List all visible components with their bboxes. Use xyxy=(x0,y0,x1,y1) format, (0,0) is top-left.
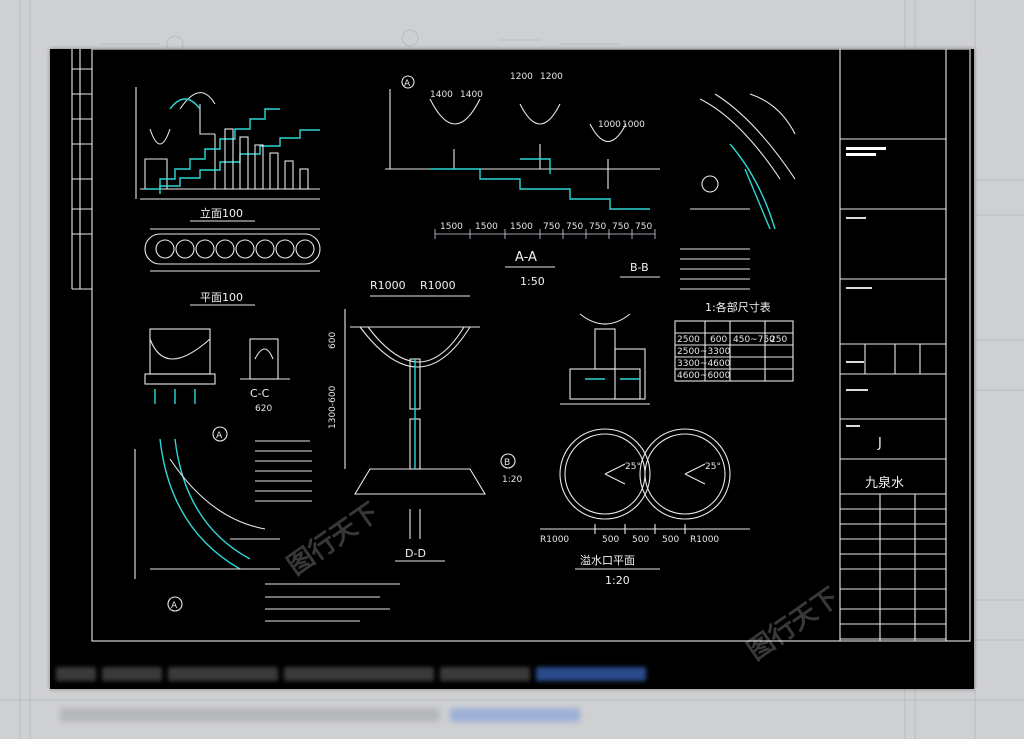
svg-text:250: 250 xyxy=(770,335,787,345)
pump-detail xyxy=(560,313,650,405)
cad-drawing: J 九泉水 xyxy=(71,49,971,642)
svg-text:R1000: R1000 xyxy=(540,535,569,545)
plan-title: 平面100 xyxy=(200,291,243,304)
svg-text:500: 500 xyxy=(662,535,679,545)
svg-text:600: 600 xyxy=(710,335,727,345)
fountain-elevation: 立面100 xyxy=(135,87,320,222)
drawing-frame xyxy=(91,49,971,642)
svg-text:25°: 25° xyxy=(625,462,641,472)
svg-text:1500: 1500 xyxy=(475,222,498,232)
svg-text:500: 500 xyxy=(602,535,619,545)
svg-text:4600~6000: 4600~6000 xyxy=(677,371,731,381)
svg-text:750: 750 xyxy=(566,222,583,232)
plan-detail xyxy=(690,93,796,230)
blurred-footer-bar xyxy=(50,658,974,689)
section-aa-title: A-A xyxy=(515,250,537,265)
svg-text:620: 620 xyxy=(255,404,272,414)
cad-sheet: J 九泉水 xyxy=(50,49,974,689)
detail-a: A A xyxy=(134,426,280,612)
svg-text:1000: 1000 xyxy=(622,120,645,130)
fountain-plan: 平面100 xyxy=(144,228,321,306)
svg-text:2500~3300: 2500~3300 xyxy=(677,347,731,357)
svg-text:1000: 1000 xyxy=(598,120,621,130)
svg-text:1:50: 1:50 xyxy=(520,275,545,288)
svg-text:1400: 1400 xyxy=(460,90,483,100)
table-title: 1:各部尺寸表 xyxy=(705,300,771,314)
svg-text:1400: 1400 xyxy=(430,90,453,100)
svg-text:R1000: R1000 xyxy=(370,279,406,292)
svg-text:25°: 25° xyxy=(705,462,721,472)
svg-text:R1000: R1000 xyxy=(690,535,719,545)
svg-text:A: A xyxy=(404,79,411,89)
sheet-letter: J xyxy=(877,436,882,451)
notes-left xyxy=(255,440,400,622)
svg-text:1300-600: 1300-600 xyxy=(328,385,338,429)
blurred-link xyxy=(450,708,580,722)
section-bb-notes: B-B xyxy=(620,248,750,290)
svg-text:600: 600 xyxy=(328,332,338,349)
svg-text:R1000: R1000 xyxy=(420,279,456,292)
svg-text:1200: 1200 xyxy=(510,72,533,82)
section-cc-title: C-C xyxy=(250,387,270,400)
title-block xyxy=(840,49,947,641)
svg-text:750: 750 xyxy=(635,222,652,232)
overflow-opening-plan: 25° 25° R1000 500 500 500 R1000 溢水口平面 1:… xyxy=(540,428,750,587)
svg-text:1:20: 1:20 xyxy=(502,475,522,485)
section-dd-title: D-D xyxy=(405,547,426,560)
project-name: 九泉水 xyxy=(865,475,904,491)
svg-text:750: 750 xyxy=(543,222,560,232)
svg-text:450~750: 450~750 xyxy=(733,335,775,345)
elevation-title: 立面100 xyxy=(200,206,243,220)
section-dd: R1000 R1000 600 1300-600 D-D xyxy=(328,279,486,562)
svg-text:1500: 1500 xyxy=(440,222,463,232)
svg-text:A: A xyxy=(171,601,178,611)
svg-text:1500: 1500 xyxy=(510,222,533,232)
binding-strip xyxy=(71,49,92,290)
section-aa: A xyxy=(385,72,660,288)
svg-text:1:20: 1:20 xyxy=(605,574,630,587)
blurred-caption xyxy=(60,708,440,722)
svg-text:750: 750 xyxy=(612,222,629,232)
svg-text:A: A xyxy=(216,431,223,441)
svg-text:1200: 1200 xyxy=(540,72,563,82)
svg-text:3300~4600: 3300~4600 xyxy=(677,359,731,369)
svg-text:2500: 2500 xyxy=(677,335,700,345)
svg-text:500: 500 xyxy=(632,535,649,545)
opening-plan-title: 溢水口平面 xyxy=(580,553,635,567)
dimension-table: 1:各部尺寸表 2500 600 450~750 250 2500~3300 3… xyxy=(674,300,794,382)
svg-text:B: B xyxy=(504,458,510,468)
section-bb-title: B-B xyxy=(630,261,649,274)
section-cc: C-C 620 xyxy=(144,328,290,414)
svg-text:750: 750 xyxy=(589,222,606,232)
